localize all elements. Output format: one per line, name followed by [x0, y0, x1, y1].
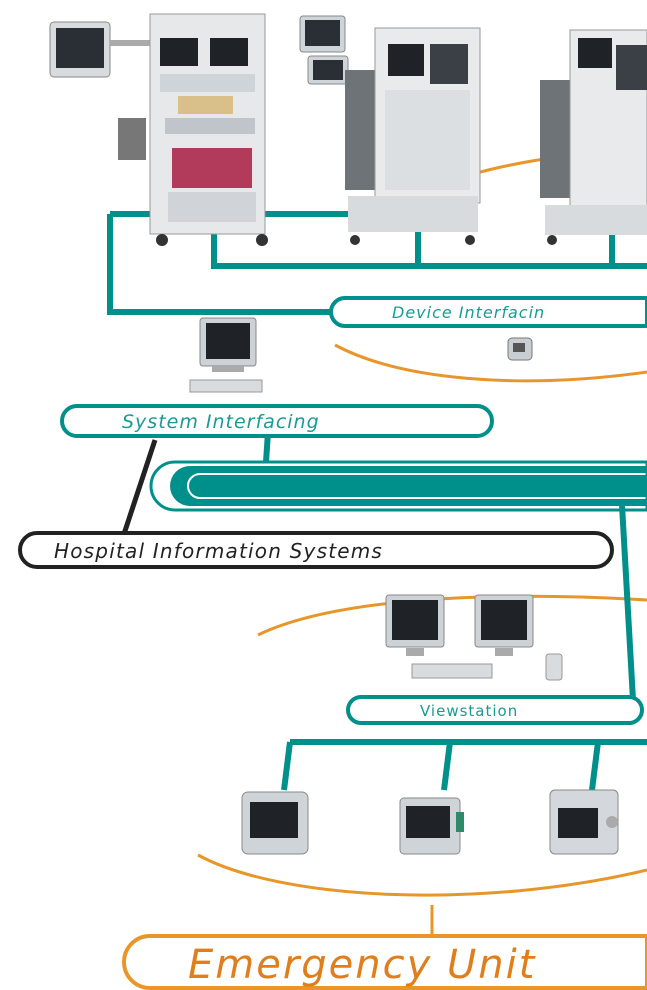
anesthesia-workstation-3 [540, 29, 647, 245]
device-interfacing-pill: Device Interfacin [329, 296, 647, 328]
his-link [119, 439, 158, 541]
lower-drop-3 [589, 741, 601, 791]
interface-device [507, 337, 533, 361]
viewstation-pill: Viewstation [346, 695, 644, 725]
top-bus [107, 214, 335, 315]
backbone-drop [619, 504, 636, 701]
device-interfacing-label: Device Interfacin [392, 303, 545, 322]
lower-drop-1 [281, 741, 293, 791]
viewstation-arc [257, 594, 647, 637]
viewstation-label: Viewstation [420, 702, 518, 720]
emergency-monitors [241, 789, 619, 855]
backbone-bar [149, 460, 647, 512]
system-interfacing-pill: System Interfacing [60, 404, 494, 438]
hospital-information-systems-pill: Hospital Information Systems [18, 531, 614, 569]
anesthesia-workstation-2 [299, 15, 481, 245]
hospital-information-systems-label: Hospital Information Systems [54, 539, 383, 563]
lower-drop-2 [441, 741, 453, 791]
system-interfacing-label: System Interfacing [122, 411, 320, 433]
viewstation-monitors [385, 594, 563, 681]
device-arc-lower [334, 343, 647, 383]
system-workstation [189, 317, 263, 393]
anesthesia-workstation-1 [49, 13, 268, 246]
emergency-unit-pill: Emergency Unit [122, 934, 647, 990]
emergency-arc [197, 853, 647, 897]
emergency-unit-label: Emergency Unit [188, 942, 536, 988]
